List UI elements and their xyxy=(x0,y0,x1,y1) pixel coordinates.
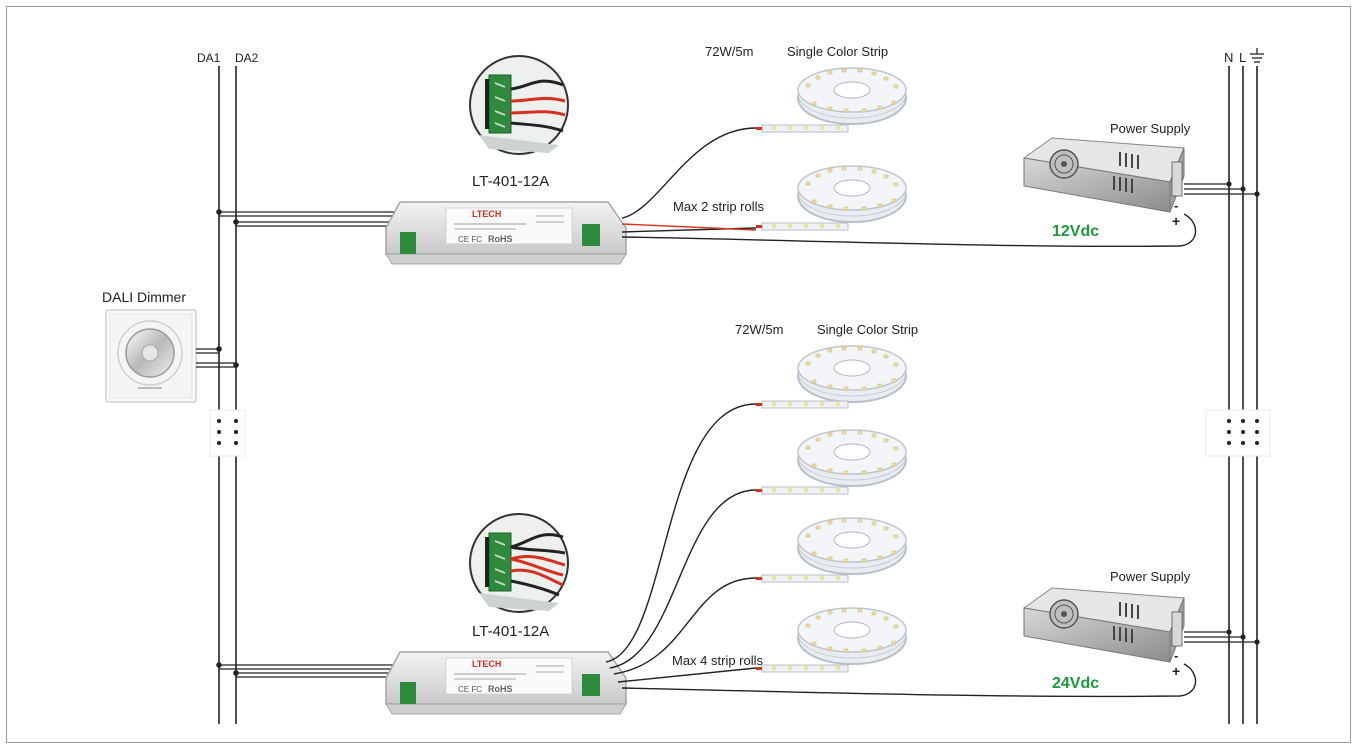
led-strip-tail-1 xyxy=(755,400,849,409)
terminal-wiring-inset xyxy=(469,55,569,155)
led-controller: LTECH RoHS xyxy=(385,201,627,265)
max-rolls-label: Max 2 strip rolls xyxy=(673,199,765,214)
voltage-label: 12Vdc xyxy=(1052,223,1099,240)
led-strip-tail-3 xyxy=(755,574,849,583)
plus-sign: + xyxy=(1172,213,1180,229)
power-supply xyxy=(1023,137,1185,213)
bus-label-l: L xyxy=(1239,50,1246,65)
bus-continuation-marker-right xyxy=(1205,409,1271,457)
voltage-label: 24Vdc xyxy=(1052,675,1099,692)
top-section: LT-401-12A LTECH RoHS 72W/5m Single Colo… xyxy=(216,44,1260,265)
led-strip-tail-4 xyxy=(755,664,849,673)
diagram-frame xyxy=(6,6,1351,743)
controller-brand: LTECH xyxy=(472,659,501,669)
earth-ground-icon xyxy=(1250,48,1264,63)
strip-spec: 72W/5m xyxy=(705,44,753,59)
dimmer-wiring xyxy=(196,348,236,368)
led-strip-roll-2 xyxy=(797,429,907,487)
bottom-section: LT-401-12A LTECH RoHS 72W/5m Single Colo… xyxy=(216,322,1260,715)
power-supply-label: Power Supply xyxy=(1110,121,1191,136)
led-strip-tail-2 xyxy=(755,486,849,495)
strip-title: Single Color Strip xyxy=(787,44,888,59)
terminal-wiring-inset xyxy=(469,513,569,613)
bus-label-n: N xyxy=(1224,50,1233,65)
dali-bus-lines xyxy=(218,66,237,724)
mains-bus-lines xyxy=(1228,66,1258,724)
led-strip-roll-2 xyxy=(797,165,907,223)
strip-title: Single Color Strip xyxy=(817,322,918,337)
controller-label: LT-401-12A xyxy=(472,173,549,190)
minus-sign: - xyxy=(1174,198,1178,213)
controller-certs: RoHS xyxy=(488,684,513,694)
power-supply xyxy=(1023,587,1185,663)
power-supply-label: Power Supply xyxy=(1110,569,1191,584)
strip-spec: 72W/5m xyxy=(735,322,783,337)
controller-brand: LTECH xyxy=(472,209,501,219)
dali-dimmer xyxy=(105,309,197,403)
max-rolls-label: Max 4 strip rolls xyxy=(672,653,764,668)
led-strip-roll-1 xyxy=(797,67,907,125)
bus-label-da2: DA2 xyxy=(235,51,259,65)
led-strip-roll-4 xyxy=(797,607,907,665)
bus-label-da1: DA1 xyxy=(197,51,221,65)
minus-sign: - xyxy=(1174,648,1178,663)
led-controller: LTECH RoHS xyxy=(385,651,627,715)
controller-certs: RoHS xyxy=(488,234,513,244)
bus-continuation-marker-left xyxy=(209,409,246,457)
dimmer-label: DALI Dimmer xyxy=(102,289,186,305)
led-strip-tail-1 xyxy=(755,124,849,133)
led-strip-roll-3 xyxy=(797,517,907,575)
plus-sign: + xyxy=(1172,663,1180,679)
controller-label: LT-401-12A xyxy=(472,623,549,640)
led-strip-tail-2 xyxy=(755,222,849,231)
led-strip-roll-1 xyxy=(797,345,907,403)
